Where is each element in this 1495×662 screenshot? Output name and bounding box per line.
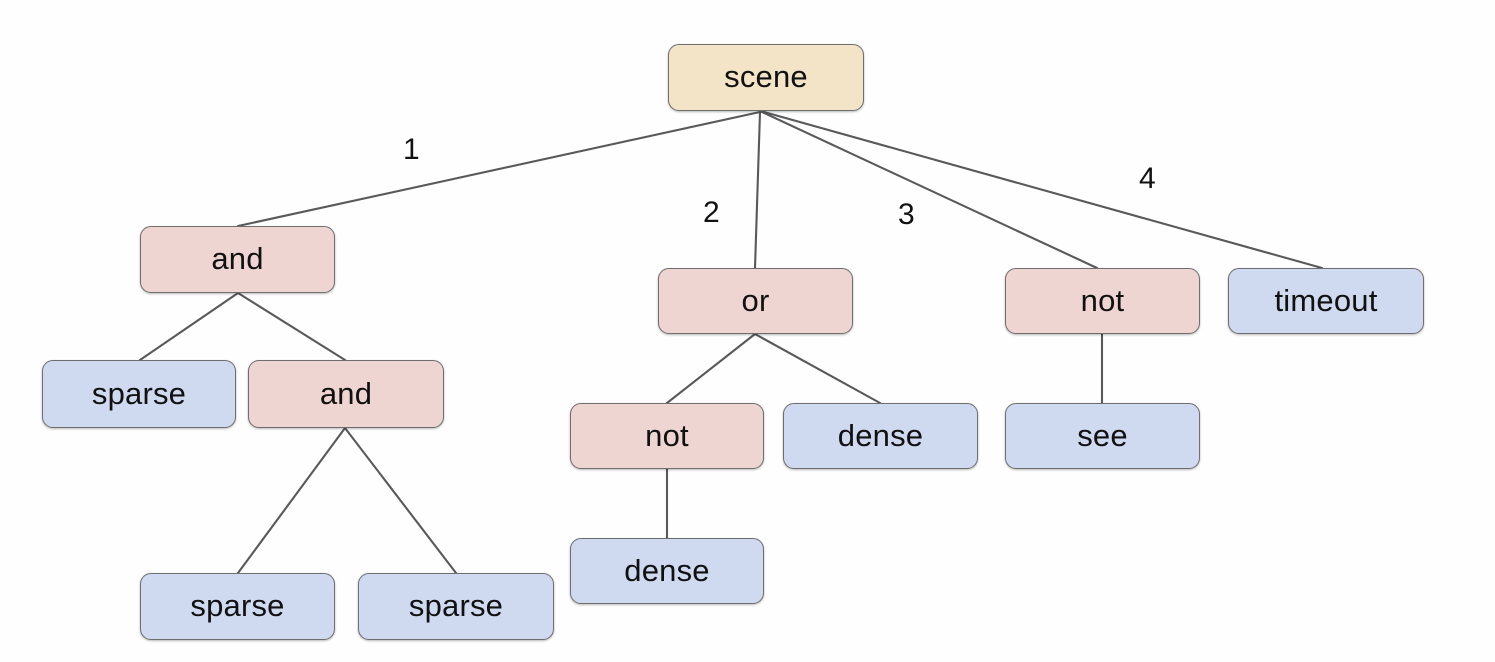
tree-node-and2[interactable]: and [248, 360, 444, 428]
edge-order-label: 1 [403, 133, 420, 166]
tree-node-dense_b[interactable]: dense [570, 538, 764, 604]
tree-edge [753, 332, 882, 405]
tree-node-dense_m[interactable]: dense [783, 403, 978, 469]
tree-edge [236, 291, 347, 362]
tree-edge [236, 426, 347, 575]
tree-node-timeout[interactable]: timeout [1228, 268, 1424, 334]
edge-order-label: 3 [898, 198, 915, 231]
tree-node-not_r[interactable]: not [1005, 268, 1200, 334]
edge-order-label: 2 [703, 196, 720, 229]
edge-order-label: 4 [1139, 162, 1156, 195]
tree-node-label: or [741, 282, 770, 318]
tree-node-sparse1[interactable]: sparse [42, 360, 236, 428]
tree-node-label: not [1080, 282, 1125, 318]
tree-node-sparse3[interactable]: sparse [358, 573, 554, 640]
tree-node-or1[interactable]: or [658, 268, 853, 334]
tree-node-not_m[interactable]: not [570, 403, 764, 469]
tree-node-see[interactable]: see [1005, 403, 1200, 469]
tree-node-label: dense [624, 552, 710, 588]
tree-edge [760, 110, 1099, 270]
tree-node-label: timeout [1274, 282, 1378, 318]
tree-node-sparse2[interactable]: sparse [140, 573, 335, 640]
tree-edge [138, 291, 240, 362]
tree-node-label: sparse [408, 588, 504, 623]
tree-node-label: and [319, 375, 373, 411]
tree-node-label: scene [724, 59, 808, 94]
tree-edge [762, 110, 1324, 270]
tree-node-label: and [211, 241, 264, 276]
tree-node-label: see [1077, 417, 1128, 453]
tree-node-scene[interactable]: scene [668, 44, 864, 111]
tree-edge [665, 332, 757, 405]
tree-node-label: dense [837, 417, 924, 453]
tree-node-label: sparse [190, 588, 285, 623]
tree-node-and1[interactable]: and [140, 226, 335, 293]
tree-edge [343, 426, 458, 575]
tree-node-label: sparse [91, 375, 187, 411]
tree-edge [236, 110, 762, 228]
tree-edge [753, 110, 762, 270]
tree-node-label: not [645, 417, 689, 453]
